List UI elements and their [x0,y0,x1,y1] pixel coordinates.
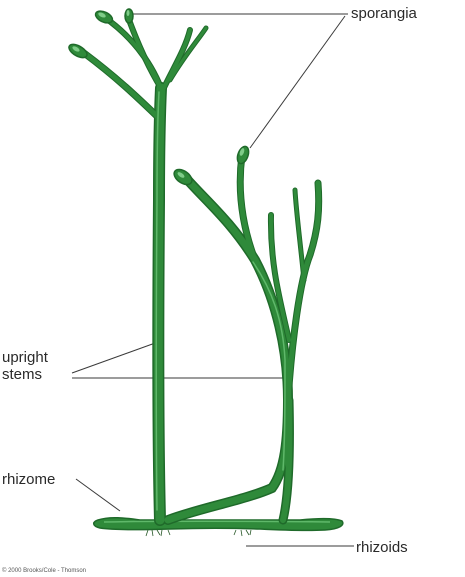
stem-left-branch-3 [128,17,161,88]
stems [84,17,319,520]
label-sporangia: sporangia [351,5,417,22]
label-upright-line-2: stems [2,366,72,383]
rhizoid [241,530,242,536]
stem-left-main [158,88,161,520]
stem-left-branch-4 [162,30,190,92]
rhizoid [250,530,251,535]
sporangium [235,145,251,165]
rhizoid [161,530,162,536]
label-upright-line-1: upright [2,349,72,366]
stem-right-branch-4 [295,190,304,280]
rhizome-body [94,518,343,531]
upright-leader-1 [72,342,158,373]
leader-lines [72,14,354,546]
label-upright-stems: upright stems [2,349,72,383]
rhizoids [146,530,251,536]
rhizoid [146,530,148,536]
rhizome [94,518,343,531]
rhizoid [246,530,249,535]
label-rhizoids: rhizoids [356,539,408,556]
rhizoid [234,530,236,535]
label-rhizome: rhizome [2,471,55,488]
sporangia-leader-2 [250,16,345,148]
stem-highlights [156,92,285,510]
rhizoid [157,530,160,535]
copyright-credit: © 2000 Brooks/Cole - Thomson [2,568,86,575]
rhizome-leader [76,479,120,511]
rhizoid [168,530,170,535]
rhizoid [152,530,153,536]
